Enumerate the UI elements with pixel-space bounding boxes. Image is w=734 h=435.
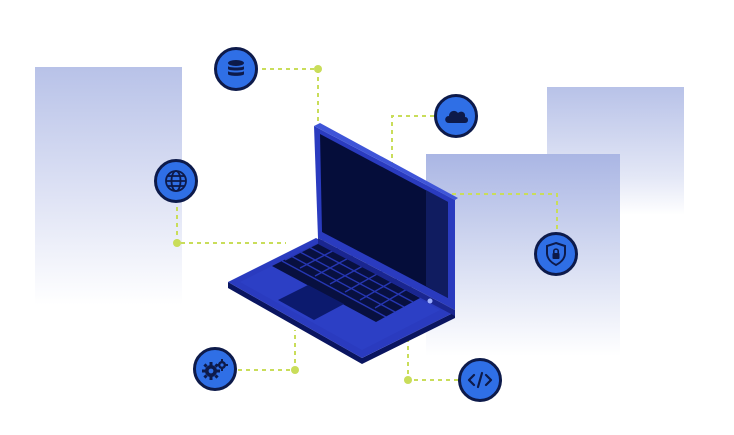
background-panel-right [426, 154, 620, 356]
connector-dots [173, 65, 412, 384]
laptop-base-edge [228, 282, 455, 364]
gears-node[interactable] [193, 347, 237, 391]
database-icon [228, 60, 244, 76]
connector-database [262, 68, 319, 125]
shield-lock-icon [546, 241, 566, 267]
code-icon [467, 371, 493, 389]
connector-cloud [391, 115, 434, 170]
cloud-node[interactable] [434, 94, 478, 138]
connector-shield [444, 193, 558, 232]
globe-node[interactable] [154, 159, 198, 203]
gears-icon [202, 359, 228, 380]
laptop-screen [320, 134, 448, 298]
connector-gears [238, 330, 296, 371]
database-node[interactable] [214, 47, 258, 91]
code-node[interactable] [458, 358, 502, 402]
laptop-touchpad [278, 285, 344, 320]
shield-node[interactable] [534, 232, 578, 276]
cloud-icon [445, 110, 468, 123]
connector-globe [176, 207, 286, 244]
laptop [228, 123, 458, 364]
globe-icon [165, 170, 187, 192]
